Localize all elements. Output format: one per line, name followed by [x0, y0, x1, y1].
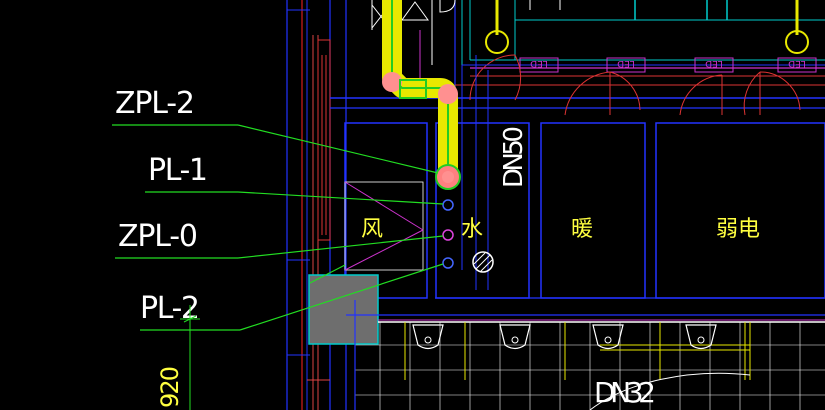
led-label: LED — [788, 58, 806, 68]
ceiling-fixtures — [485, 0, 809, 54]
pl-2-riser-node — [442, 257, 454, 269]
room-wind-shaft — [344, 122, 428, 299]
label-pl-1: PL-1 — [148, 153, 208, 188]
shaft-rooms — [344, 122, 825, 299]
dimension-920: 920 — [156, 305, 200, 410]
led-label: LED — [530, 58, 548, 68]
zpl-2-pipe — [382, 0, 461, 190]
equipment-box — [308, 274, 379, 345]
room-label-water: 水 — [461, 217, 483, 242]
label-zpl-0: ZPL-0 — [118, 219, 198, 254]
led-label: LED — [617, 58, 635, 68]
led-fixture: LED — [777, 57, 817, 73]
urinal-icon — [592, 324, 624, 350]
room-label-wind: 风 — [361, 217, 383, 242]
door-arcs — [469, 54, 801, 116]
label-zpl-2: ZPL-2 — [115, 86, 195, 121]
riser-size-label: DN50 — [499, 126, 529, 188]
leader-lines — [112, 124, 444, 331]
room-weak-current-shaft — [655, 122, 825, 299]
dimension-value: 920 — [156, 366, 184, 408]
bottom-pipe-size-label: DN32 — [594, 376, 656, 409]
left-wall-lines — [286, 0, 347, 410]
urinal-fixtures — [412, 324, 717, 350]
urinal-icon — [499, 324, 531, 350]
pl-1-riser-node — [442, 199, 454, 211]
urinal-icon — [685, 324, 717, 350]
water-shaft-inner-lines — [461, 55, 489, 290]
room-label-weak-current: 弱电 — [716, 217, 760, 242]
led-fixture: LED — [519, 57, 559, 73]
room-label-heating: 暖 — [571, 217, 593, 242]
led-fixture: LED — [606, 57, 646, 73]
room-heating-shaft — [540, 122, 646, 299]
zpl-0-riser-node — [442, 229, 454, 241]
pipe-labels: ZPL-2 PL-1 ZPL-0 PL-2 — [115, 86, 208, 326]
led-fixture: LED — [694, 57, 734, 73]
led-fixtures: LED LED LED LED — [519, 57, 817, 73]
floor-drain-icon — [472, 251, 494, 273]
room-labels: 风 水 暖 弱电 — [361, 217, 760, 242]
label-pl-2: PL-2 — [140, 291, 200, 326]
pipe-markers — [442, 199, 494, 273]
toilet-area — [346, 297, 825, 410]
led-label: LED — [705, 58, 723, 68]
urinal-icon — [412, 324, 444, 350]
